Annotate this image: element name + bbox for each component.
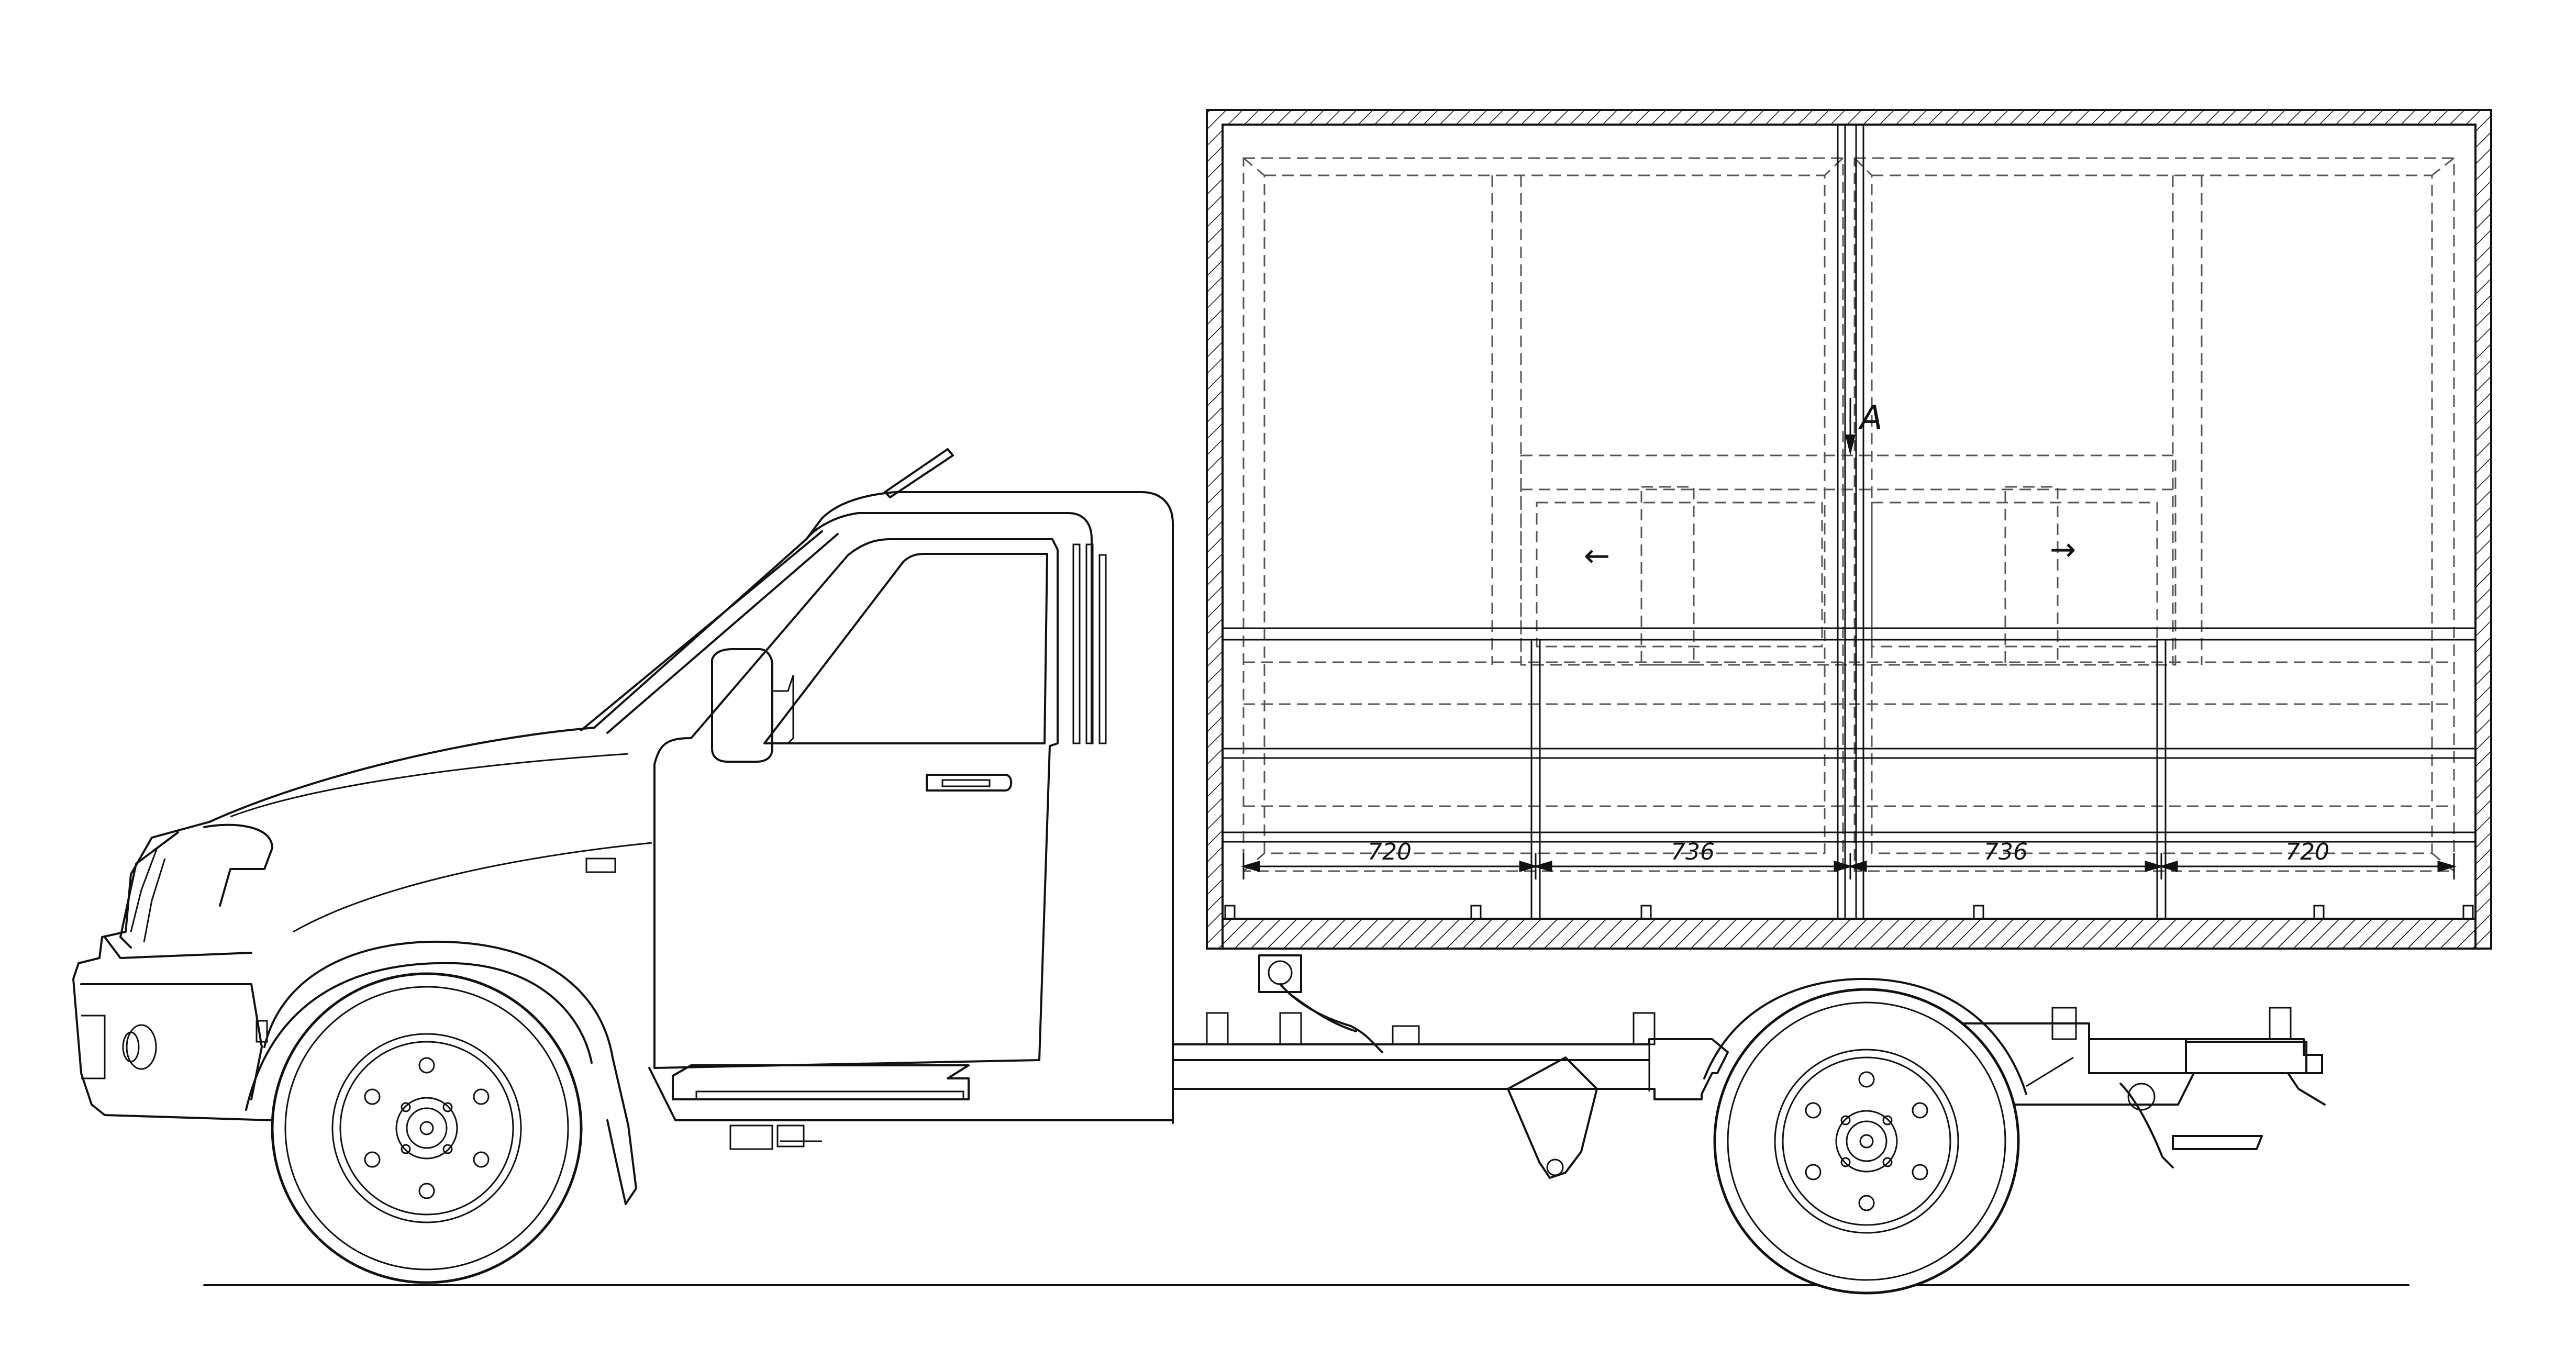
door-arrow-right: →: [2050, 531, 2076, 568]
dimension-label-2: 736: [1671, 839, 1715, 865]
cargo-box: 720 736 736 720 A ← →: [1206, 109, 2492, 950]
rear-wheel: [1703, 978, 2027, 1295]
chassis-frame: [1172, 954, 2326, 1179]
door-arrow-left: ←: [1584, 538, 1610, 574]
dimension-label-4: 720: [2285, 839, 2329, 865]
dimension-label-3: 736: [1984, 839, 2028, 865]
cab: [72, 448, 1174, 1205]
dimension-label-1: 720: [1368, 839, 1412, 865]
view-label: A: [1858, 399, 1883, 438]
front-wheel: [271, 972, 583, 1284]
dimension-lines: [1240, 853, 2457, 879]
